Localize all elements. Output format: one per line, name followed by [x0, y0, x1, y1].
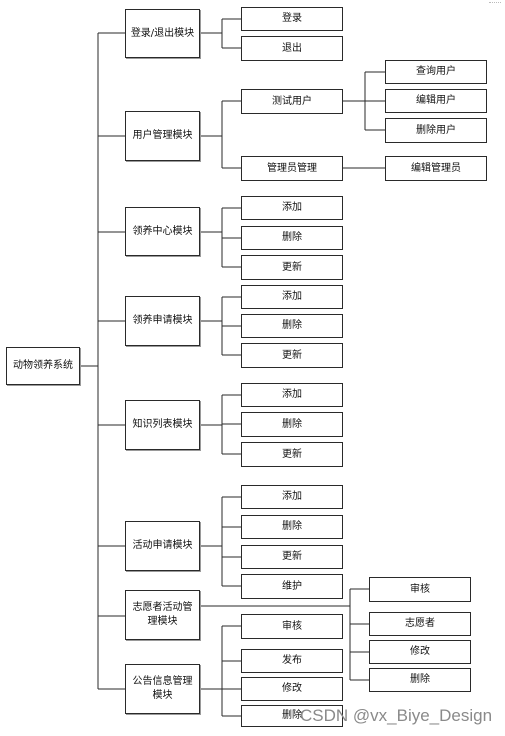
node-logout: 退出: [241, 36, 343, 61]
node-test-user: 测试用户: [241, 89, 343, 114]
node-center-update: 更新: [241, 255, 343, 280]
node-knowledge-add: 添加: [241, 383, 343, 407]
node-volunteer-module: 志愿者活动管理模块: [125, 590, 200, 640]
node-notice-delete: 删除: [241, 705, 343, 727]
node-activity-maintain: 维护: [241, 574, 343, 599]
node-login: 登录: [241, 7, 343, 31]
node-knowledge-update: 更新: [241, 442, 343, 467]
page-corner-mark: [489, 2, 501, 4]
node-edit-admin: 编辑管理员: [385, 156, 487, 181]
node-user-module: 用户管理模块: [125, 111, 200, 161]
node-apply-delete: 删除: [241, 314, 343, 338]
node-admin-manage: 管理员管理: [241, 156, 343, 181]
node-apply-update: 更新: [241, 343, 343, 368]
node-activity-module: 活动申请模块: [125, 521, 200, 571]
node-notice-module: 公告信息管理模块: [125, 664, 200, 714]
node-activity-add: 添加: [241, 485, 343, 509]
node-activity-update: 更新: [241, 545, 343, 569]
node-query-user: 查询用户: [385, 60, 487, 84]
node-delete-user: 删除用户: [385, 118, 487, 143]
watermark: CSDN @vx_Biye_Design: [300, 706, 493, 725]
node-adoption-center-module: 领养中心模块: [125, 207, 200, 256]
node-volunteer-modify: 修改: [369, 640, 471, 664]
node-root: 动物领养系统: [6, 347, 80, 385]
node-knowledge-delete: 删除: [241, 412, 343, 437]
node-volunteer-delete: 删除: [369, 668, 471, 692]
node-notice-review: 审核: [241, 614, 343, 639]
node-center-add: 添加: [241, 196, 343, 220]
node-volunteer-review: 审核: [369, 577, 471, 602]
node-activity-delete: 删除: [241, 515, 343, 539]
node-apply-add: 添加: [241, 285, 343, 309]
node-volunteer-volunteer: 志愿者: [369, 612, 471, 636]
node-adoption-apply-module: 领养申请模块: [125, 296, 200, 346]
node-notice-publish: 发布: [241, 649, 343, 673]
node-notice-modify: 修改: [241, 677, 343, 701]
node-center-delete: 删除: [241, 226, 343, 250]
node-knowledge-module: 知识列表模块: [125, 400, 200, 450]
node-login-module: 登录/退出模块: [125, 9, 200, 58]
node-edit-user: 编辑用户: [385, 89, 487, 113]
